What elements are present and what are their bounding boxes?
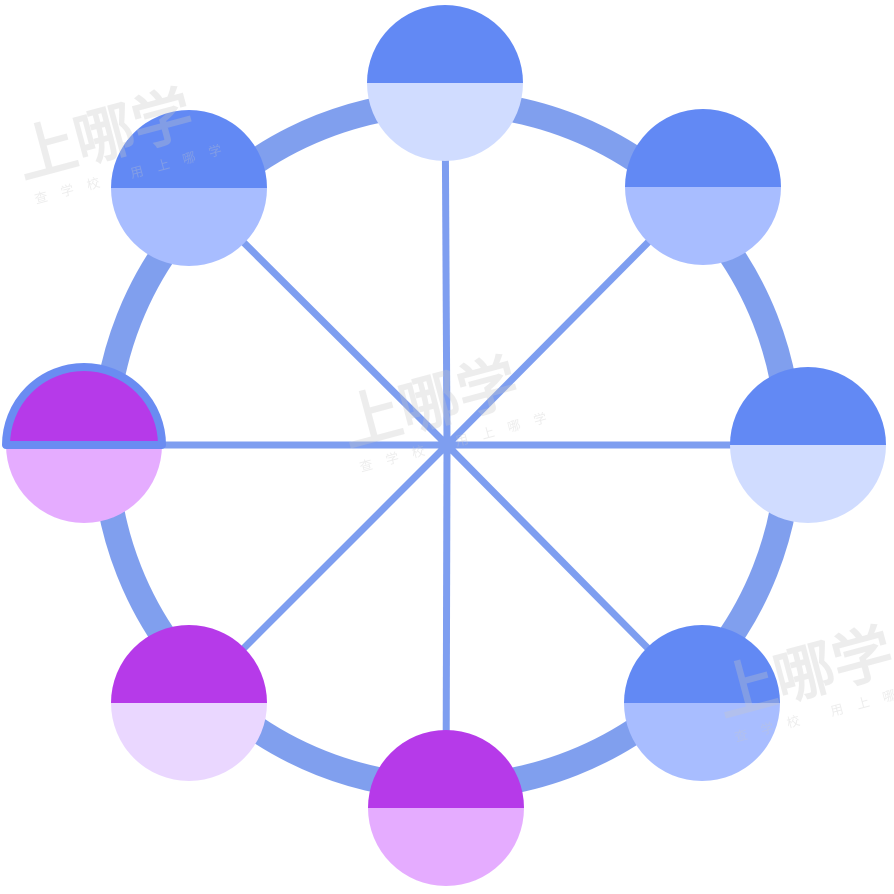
cabin-bottom-top-half — [368, 730, 524, 808]
cabin-bottom-left-top-half — [111, 625, 267, 703]
cabin-bottom-right — [624, 625, 780, 781]
cabin-top-bottom-half — [367, 83, 523, 161]
cabin-top-left-bottom-half — [111, 188, 267, 266]
cabin-top-right-top-half — [625, 109, 781, 187]
wheel-cabins — [2, 5, 886, 886]
cabin-left-top-half — [2, 363, 166, 449]
cabin-bottom-right-bottom-half — [624, 703, 780, 781]
cabin-left-bottom-half — [6, 445, 162, 523]
cabin-right — [730, 367, 886, 523]
cabin-top-right-bottom-half — [625, 187, 781, 265]
cabin-bottom — [368, 730, 524, 886]
cabin-bottom-right-top-half — [624, 625, 780, 703]
cabin-top — [367, 5, 523, 161]
cabin-bottom-left — [111, 625, 267, 781]
cabin-right-bottom-half — [730, 445, 886, 523]
cabin-right-top-half — [730, 367, 886, 445]
cabin-bottom-left-bottom-half — [111, 703, 267, 781]
cabin-top-left-top-half — [111, 110, 267, 188]
cabin-left[interactable] — [2, 363, 166, 523]
cabin-bottom-bottom-half — [368, 808, 524, 886]
wheel-spokes — [84, 82, 808, 809]
cabin-top-left — [111, 110, 267, 266]
cabin-top-right — [625, 109, 781, 265]
cabin-top-top-half — [367, 5, 523, 83]
